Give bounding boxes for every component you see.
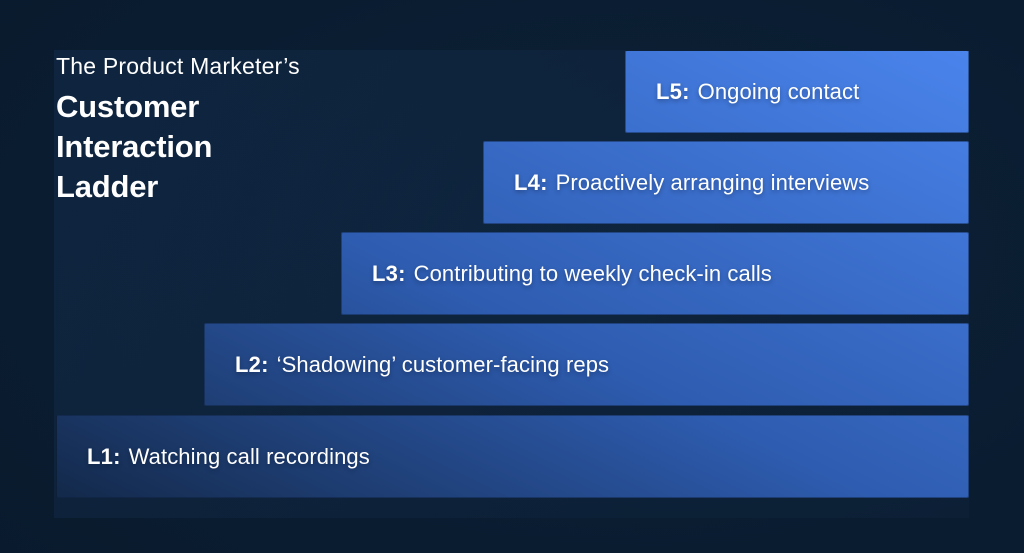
ladder-step-l2: L2: ‘Shadowing’ customer-facing reps (204, 323, 969, 406)
title-eyebrow: The Product Marketer’s (56, 53, 300, 79)
ladder-step-l5: L5: Ongoing contact (625, 50, 969, 133)
level-description-l1: Watching call recordings (128, 443, 370, 469)
ladder: L5: Ongoing contact L4: Proactively arra… (56, 50, 969, 498)
ladder-step-l1: L1: Watching call recordings (56, 415, 969, 498)
level-description-l2: ‘Shadowing’ customer-facing reps (276, 351, 610, 377)
ladder-step-l3: L3: Contributing to weekly check-in call… (341, 232, 969, 315)
title-line-3: Ladder (56, 169, 159, 204)
title-line-1: Customer (56, 89, 200, 124)
level-tag-l2: L2: (235, 351, 269, 377)
title-block: The Product Marketer’s Customer Interact… (56, 52, 300, 207)
level-tag-l5: L5: (656, 78, 690, 104)
level-description-l4: Proactively arranging interviews (555, 169, 870, 195)
title-line-2: Interaction (56, 129, 213, 164)
ladder-step-l4: L4: Proactively arranging interviews (483, 141, 969, 224)
level-description-l3: Contributing to weekly check-in calls (413, 260, 772, 286)
level-tag-l3: L3: (372, 260, 406, 286)
level-description-l5: Ongoing contact (697, 78, 860, 104)
level-tag-l1: L1: (87, 443, 121, 469)
level-tag-l4: L4: (514, 169, 548, 195)
